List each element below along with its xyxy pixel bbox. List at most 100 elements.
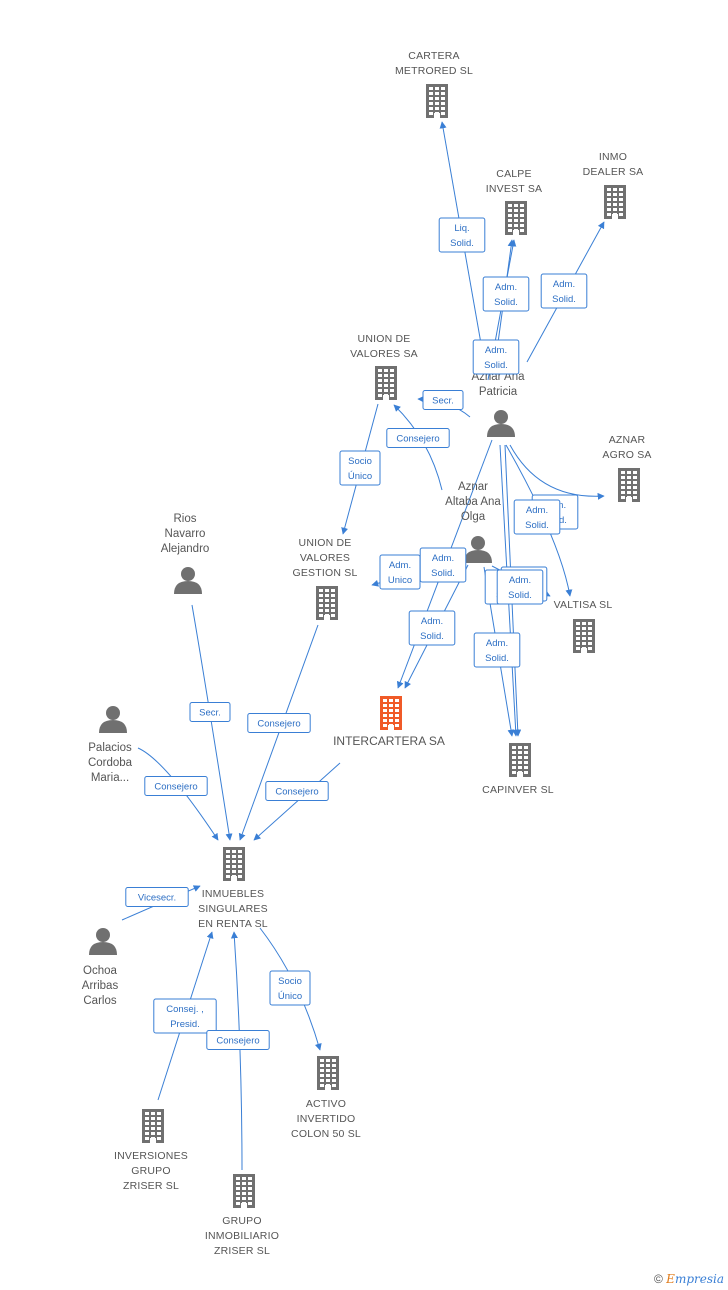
building-icon [573,619,595,653]
node-label: INVERTIDO [297,1113,356,1125]
node-label: ZRISER SL [214,1245,270,1257]
edge-label-box [419,547,467,583]
node-label: VALTISA SL [554,599,613,611]
edge-label-20[interactable]: Vicesecr. [125,887,189,907]
building-icon [380,696,402,730]
node-capinver[interactable]: CAPINVER SL [482,743,554,796]
edge-labels-layer: Liq.Solid.Adm.Solid.Adm.Solid.Adm.Solid.… [125,217,588,1050]
person-icon [99,706,127,733]
node-label: Cordoba [88,757,133,769]
edge-label-10[interactable]: Adm.Solid. [419,547,467,583]
node-label: Palacios [88,742,132,754]
edge-label-box [189,702,231,722]
edge-label-9[interactable]: Adm.Unico [379,554,421,590]
edge-label-box [125,887,189,907]
node-label: CARTERA [408,50,459,62]
edge-label-23[interactable]: Consejero [206,1030,270,1050]
edge-label-box [540,273,588,309]
edge-label-0[interactable]: Liq.Solid. [438,217,486,253]
edge-label-box [422,390,464,410]
edge-label-text: Solid. [485,653,509,664]
edge-label-text: Único [278,991,302,1002]
edge-label-box [472,339,520,375]
edge-label-box [247,713,311,733]
edge-label-text: Solid. [420,631,444,642]
building-icon [505,201,527,235]
edge-label-3[interactable]: Adm. Solid. [472,339,520,375]
edge-label-text: Consej. , [166,1004,204,1015]
brand-initial: E [666,1272,675,1286]
building-icon [509,743,531,777]
edge-label-17[interactable]: Consejero [247,713,311,733]
node-label: AZNAR [609,434,646,446]
edge-label-1[interactable]: Adm.Solid. [482,276,530,312]
edge-label-text: Adm. [509,575,531,586]
node-label: SINGULARES [198,903,268,915]
node-label: Olga [461,511,486,523]
node-label: EN RENTA SL [198,918,268,930]
node-label: AGRO SA [602,449,651,461]
edge-label-14[interactable]: Adm. Solid. [408,610,456,646]
edge-label-text: Único [348,471,372,482]
node-label: Rios [173,513,196,525]
edge-label-text: Solid. [552,294,576,305]
edge-label-text: Liq. [454,223,469,234]
edge-label-5[interactable]: Consejero [386,428,450,448]
edge-label-box [496,569,544,605]
node-label: VALORES [300,552,350,564]
edge-label-13[interactable]: Adm.Solid. [473,632,521,668]
edge-label-box [513,499,561,535]
edge-label-text: Solid. [484,360,508,371]
edge-label-text: Presid. [170,1019,200,1030]
edge-label-box [482,276,530,312]
node-aznar-agro[interactable]: AZNAR AGRO SA [602,434,651,502]
edge-label-19[interactable]: Consejero [265,781,329,801]
edge-label-text: Adm. [485,345,507,356]
edge-label-box [386,428,450,448]
person-icon [89,928,117,955]
edge-label-text: Adm. [421,616,443,627]
edge-label-4[interactable]: Secr. [422,390,464,410]
person-icon [487,410,515,437]
node-palacios[interactable]: PalaciosCordobaMaria... [88,706,133,784]
node-intercartera[interactable]: INTERCARTERA SA [333,696,445,748]
node-label: DEALER SA [583,166,644,178]
node-valtisa[interactable]: VALTISA SL [554,599,613,653]
edge-label-box [144,776,208,796]
copyright-symbol: © [653,1272,663,1286]
node-label: Navarro [165,528,206,540]
brand-name: mpresia [674,1272,724,1286]
node-label: UNION DE [358,333,411,345]
edge-label-2[interactable]: Adm.Solid. [540,273,588,309]
building-icon [317,1056,339,1090]
building-icon [375,366,397,400]
node-label: GRUPO [222,1215,262,1227]
edge-label-box [339,450,381,486]
edge-label-18[interactable]: Consejero [144,776,208,796]
edge-label-16[interactable]: Secr. [189,702,231,722]
edge-label-15[interactable]: Adm.Solid. [496,569,544,605]
edge-label-text: Vicesecr. [138,893,176,904]
edge-label-22[interactable]: Consej. , Presid. [153,998,217,1034]
edge-label-text: Consejero [275,787,318,798]
edge-label-8[interactable]: Adm.Solid. [513,499,561,535]
node-label: Alejandro [161,543,210,555]
edge-label-text: Unico [388,575,412,586]
